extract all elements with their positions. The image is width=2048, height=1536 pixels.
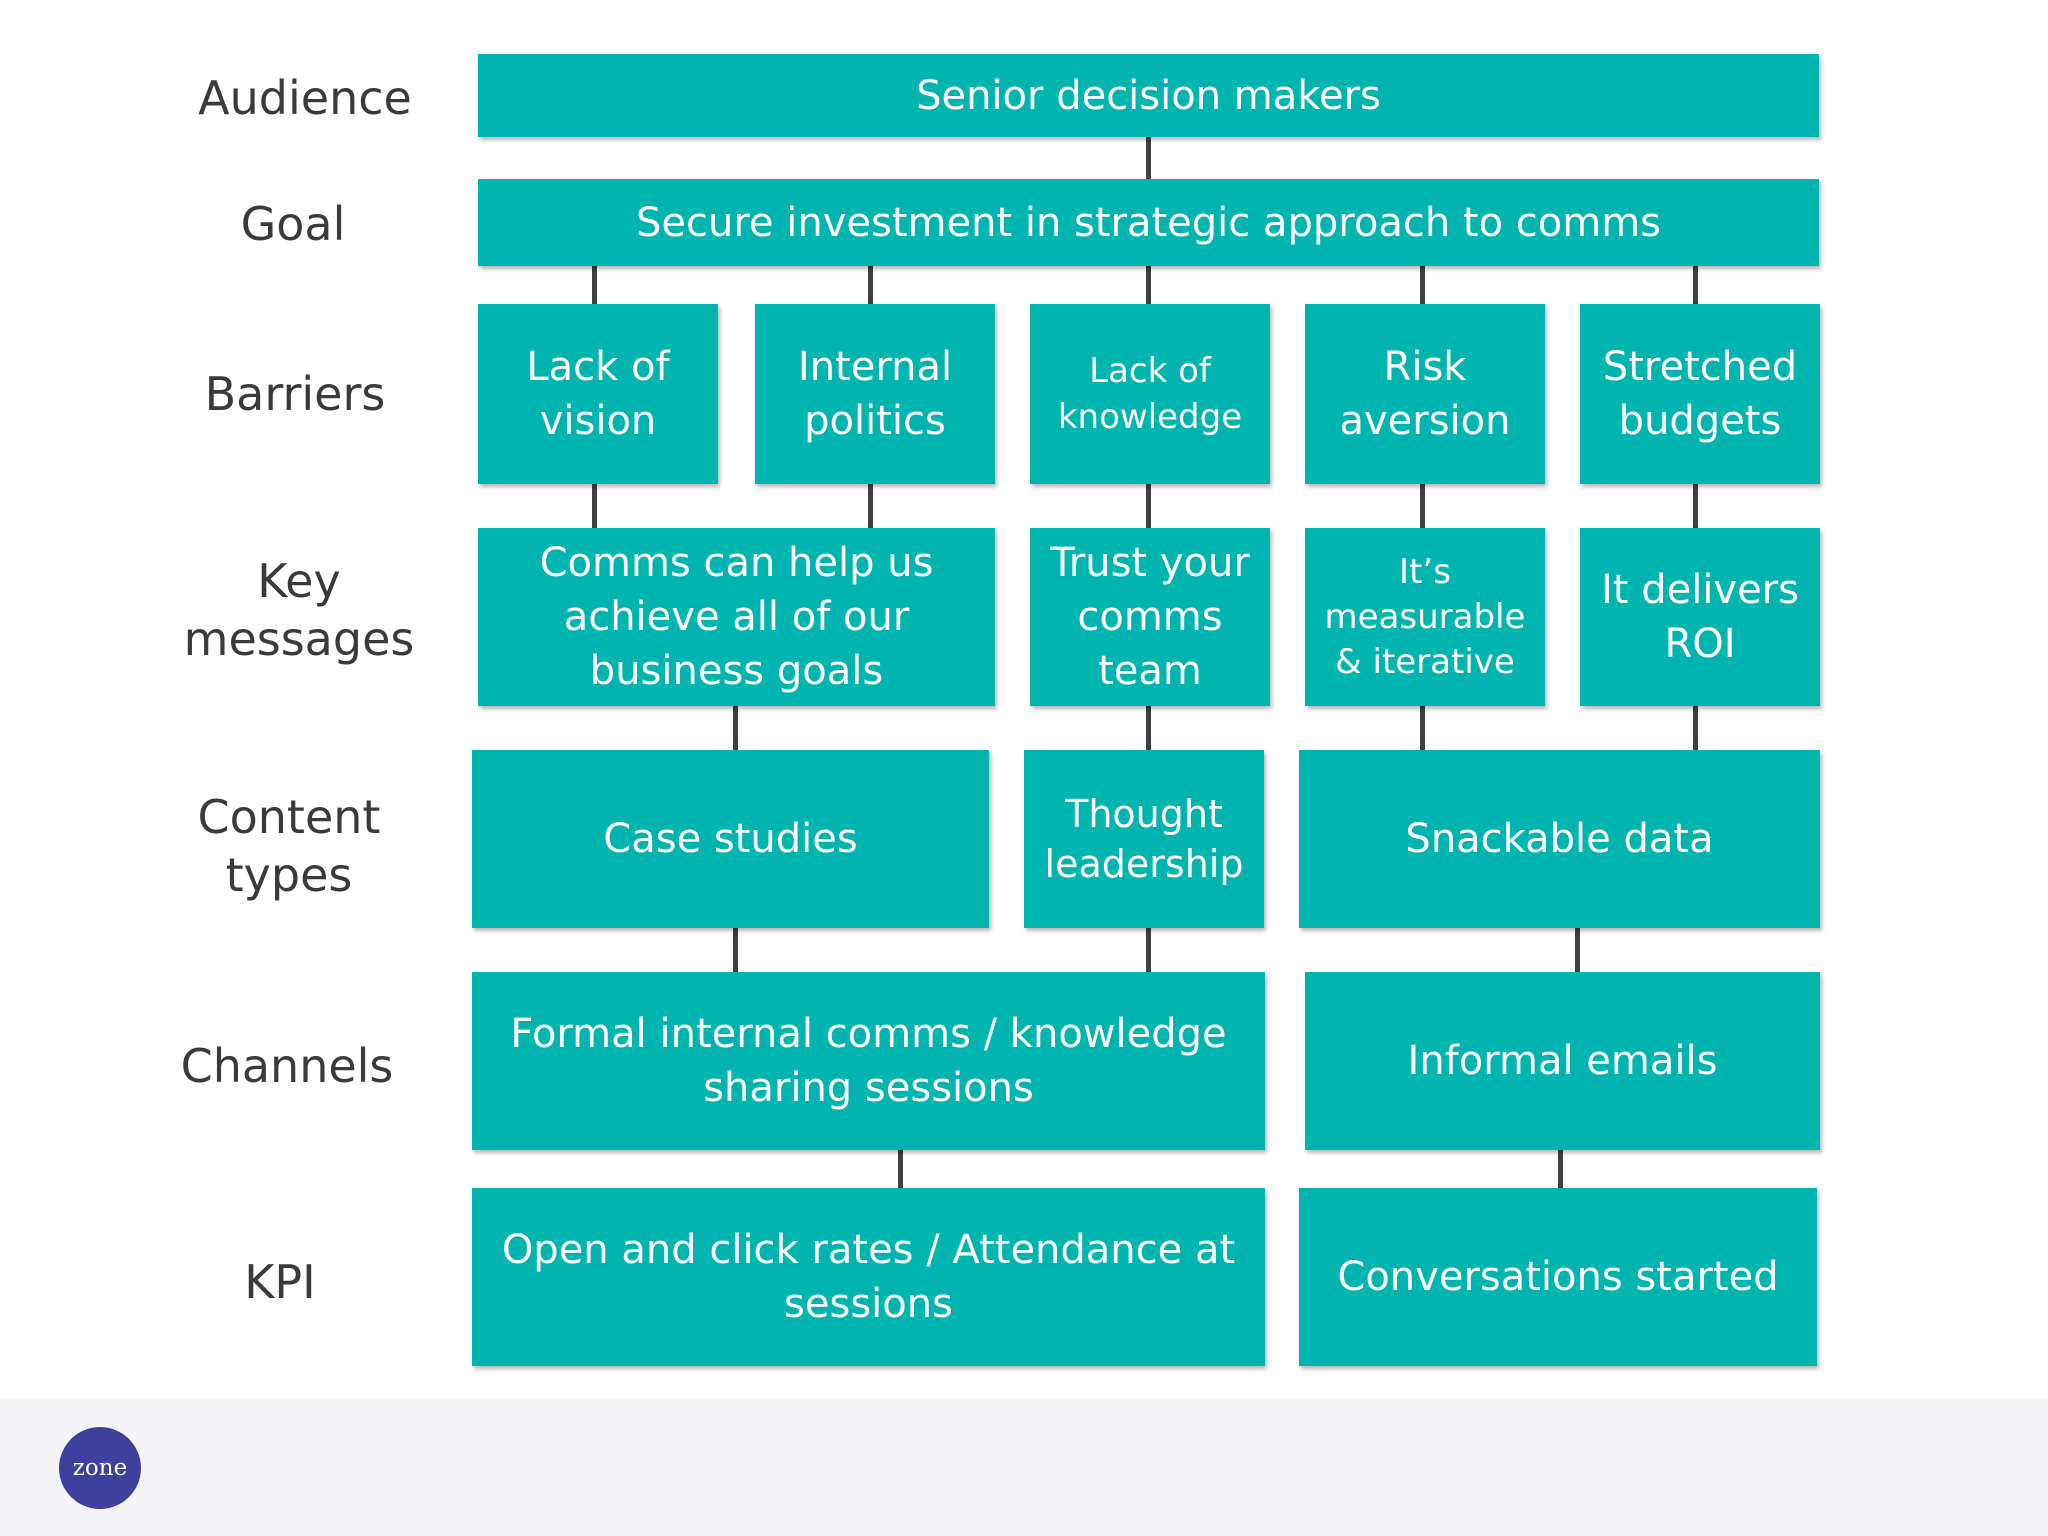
message-box-comms-can-help: Comms can help us achieve all of our bus… — [478, 528, 995, 706]
row-label-content-types: Content types — [197, 790, 381, 902]
content-box-case-studies: Case studies — [472, 750, 989, 928]
barrier-box-lack-of-knowledge: Lack of knowledge — [1030, 304, 1270, 484]
row-label-barriers: Barriers — [204, 367, 386, 421]
connector — [733, 706, 738, 750]
channel-box-formal-internal-comms: Formal internal comms / knowledge sharin… — [472, 972, 1265, 1150]
connector — [1693, 484, 1698, 528]
kpi-box-conversations-started: Conversations started — [1299, 1188, 1817, 1366]
connector — [1146, 484, 1151, 528]
connector — [1420, 706, 1425, 750]
row-label-key-messages: Key messages — [183, 554, 415, 666]
message-box-measurable-iterative: It’s measurable & iterative — [1305, 528, 1545, 706]
goal-box-secure-investment: Secure investment in strategic approach … — [478, 179, 1819, 266]
audience-box-senior-decision-makers: Senior decision makers — [478, 54, 1819, 137]
connector — [1575, 928, 1580, 972]
connector — [1420, 266, 1425, 304]
connector — [1693, 266, 1698, 304]
message-box-trust-your-comms-team: Trust your comms team — [1030, 528, 1270, 706]
connector — [1693, 706, 1698, 750]
content-box-snackable-data: Snackable data — [1299, 750, 1820, 928]
connector — [1558, 1150, 1563, 1188]
connector — [1146, 266, 1151, 304]
content-box-thought-leadership: Thought leadership — [1024, 750, 1264, 928]
connector — [733, 928, 738, 972]
connector — [1420, 484, 1425, 528]
connector — [868, 484, 873, 528]
row-label-goal: Goal — [240, 197, 346, 251]
row-label-kpi: KPI — [244, 1255, 316, 1309]
row-label-channels: Channels — [180, 1039, 394, 1093]
connector — [898, 1150, 903, 1188]
barrier-box-lack-of-vision: Lack of vision — [478, 304, 718, 484]
channel-box-informal-emails: Informal emails — [1305, 972, 1820, 1150]
connector — [1146, 706, 1151, 750]
barrier-box-risk-aversion: Risk aversion — [1305, 304, 1545, 484]
connector — [1146, 928, 1151, 972]
connector — [592, 266, 597, 304]
barrier-box-stretched-budgets: Stretched budgets — [1580, 304, 1820, 484]
barrier-box-internal-politics: Internal politics — [755, 304, 995, 484]
message-box-it-delivers-roi: It delivers ROI — [1580, 528, 1820, 706]
connector — [592, 484, 597, 528]
connector — [868, 266, 873, 304]
connector — [1146, 137, 1151, 179]
kpi-box-open-and-click-rates: Open and click rates / Attendance at ses… — [472, 1188, 1265, 1366]
zone-logo: zone — [59, 1427, 141, 1509]
row-label-audience: Audience — [198, 71, 412, 125]
footer-bar — [0, 1398, 2048, 1536]
